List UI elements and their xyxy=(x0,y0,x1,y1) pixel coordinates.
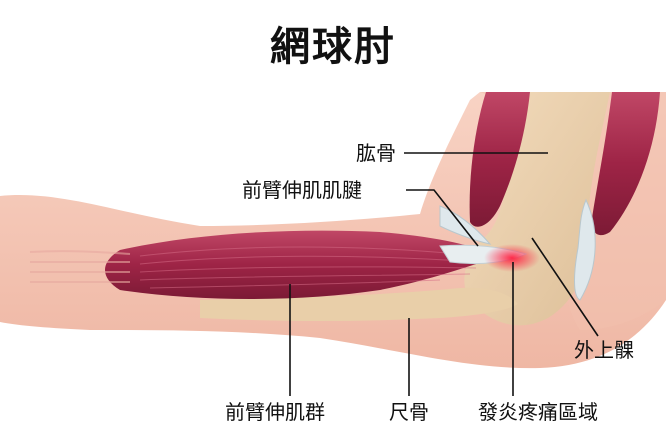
label-extensor-muscles: 前臂伸肌群 xyxy=(225,400,325,424)
tendon-sheath-left xyxy=(439,205,492,245)
wrist-fibers xyxy=(29,250,131,284)
label-extensor-tendon: 前臂伸肌肌腱 xyxy=(242,178,362,202)
leader-lines xyxy=(289,152,599,396)
label-humerus: 肱骨 xyxy=(356,141,396,165)
upper-muscle-left xyxy=(469,92,530,227)
ulna-bone xyxy=(200,287,518,321)
tendon-sheath-right xyxy=(574,198,596,301)
label-lateral-epicondyle: 外上髁 xyxy=(574,338,634,362)
inflammation-hotspot xyxy=(484,244,540,272)
label-ulna: 尺骨 xyxy=(389,400,429,424)
muscle-fibers xyxy=(139,246,481,289)
page-title: 網球肘 xyxy=(270,24,396,70)
label-inflammation-area: 發炎疼痛區域 xyxy=(478,400,598,424)
upper-muscle-right xyxy=(591,92,660,236)
